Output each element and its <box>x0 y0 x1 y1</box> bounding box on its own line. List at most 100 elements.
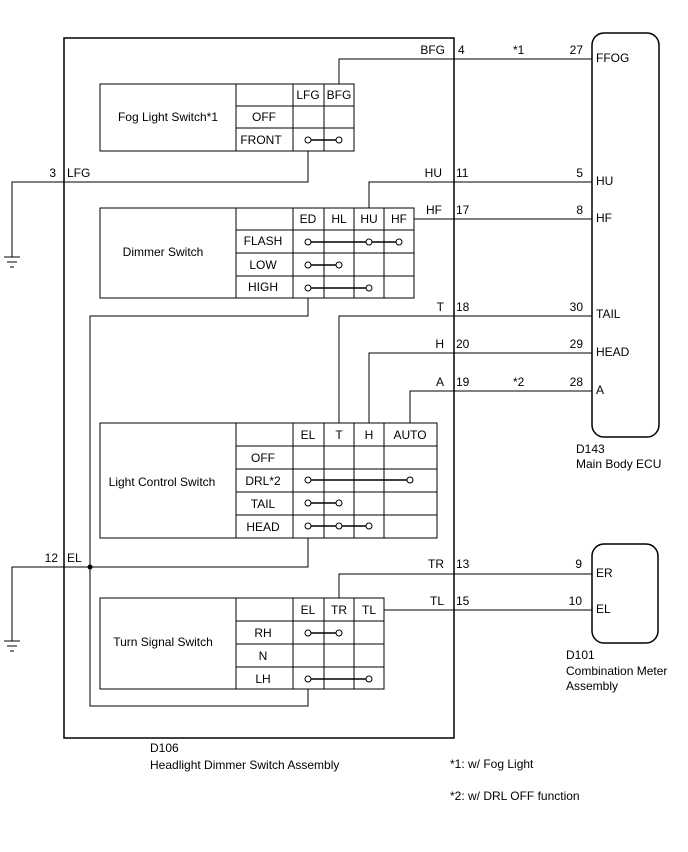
dimmer-switch-title: Dimmer Switch <box>123 245 204 259</box>
wire-tail <box>338 315 592 423</box>
col-header: TL <box>362 603 376 617</box>
ecu-pin-name: A <box>596 383 604 397</box>
pin-number: 19 <box>456 375 470 389</box>
row-label: FRONT <box>240 133 282 147</box>
meter-pin-number: 9 <box>575 557 582 571</box>
pin-number: 17 <box>456 203 470 217</box>
wire-label: T <box>437 300 445 314</box>
col-header: H <box>365 428 374 442</box>
pin-number: 15 <box>456 594 470 608</box>
col-header: EL <box>301 428 316 442</box>
wire-label: EL <box>67 551 82 565</box>
wire-bfg <box>338 58 592 84</box>
wire-hu <box>368 181 592 208</box>
col-header: HU <box>360 212 377 226</box>
contact-dot <box>335 261 343 269</box>
light-control-title: Light Control Switch <box>109 475 216 489</box>
pin-number: 11 <box>456 166 469 180</box>
contact-dot <box>335 136 343 144</box>
contact-dot <box>365 238 373 246</box>
fog-switch-title: Fog Light Switch*1 <box>118 110 218 124</box>
row-label: N <box>259 649 268 663</box>
wire-label: LFG <box>67 166 90 180</box>
contact-dot <box>304 629 312 637</box>
col-header: EL <box>301 603 316 617</box>
ecu-pin-number: 8 <box>576 203 583 217</box>
row-label: LOW <box>249 258 277 272</box>
row-label: OFF <box>251 451 275 465</box>
col-header: LFG <box>296 88 319 102</box>
meter-pin-name: ER <box>596 566 613 580</box>
light-control-table <box>99 422 438 539</box>
wire-label: HF <box>426 203 442 217</box>
wire-label: TR <box>428 557 444 571</box>
wire-tr <box>338 573 592 598</box>
meter-name-line2: Assembly <box>566 679 618 693</box>
contact-dot <box>365 522 373 530</box>
col-header: BFG <box>327 88 352 102</box>
col-header: ED <box>300 212 317 226</box>
row-label: HEAD <box>246 520 280 534</box>
pin-number: 20 <box>456 337 470 351</box>
ground-icon <box>4 256 20 268</box>
ecu-pin-name: HF <box>596 211 612 225</box>
fog-switch-table <box>99 83 355 152</box>
wire-note: *1 <box>513 43 525 57</box>
pin-number: 13 <box>456 557 470 571</box>
meter-box <box>591 543 659 644</box>
wire-light-el <box>90 538 309 568</box>
ecu-pin-number: 28 <box>570 375 584 389</box>
contact-dot <box>335 499 343 507</box>
row-label: LH <box>255 672 270 686</box>
contact-dot <box>335 522 343 530</box>
contact-dot <box>335 629 343 637</box>
row-label: FLASH <box>244 234 283 248</box>
wire-lfg <box>11 151 309 257</box>
contact-dot <box>304 284 312 292</box>
contact-dot <box>304 675 312 683</box>
wire-el-ground <box>11 566 90 641</box>
assembly-connector-id: D106 <box>150 741 179 755</box>
meter-name-line1: Combination Meter <box>566 664 667 678</box>
ground-icon <box>4 640 20 652</box>
contact-dot <box>304 261 312 269</box>
contact-dot <box>304 499 312 507</box>
contact-dot <box>406 476 414 484</box>
pin-number: 3 <box>49 166 56 180</box>
ecu-pin-number: 29 <box>570 337 584 351</box>
col-header: HF <box>391 212 407 226</box>
wire-note: *2 <box>513 375 525 389</box>
footnote-2: *2: w/ DRL OFF function <box>450 789 580 803</box>
dimmer-switch-table <box>99 207 415 299</box>
contact-dot <box>304 522 312 530</box>
meter-pin-number: 10 <box>569 594 583 608</box>
row-label: RH <box>254 626 271 640</box>
ecu-pin-number: 27 <box>570 43 584 57</box>
ecu-pin-number: 30 <box>570 300 584 314</box>
contact-dot <box>304 136 312 144</box>
contact-dot <box>395 238 403 246</box>
ecu-pin-name: HU <box>596 174 613 188</box>
row-label: OFF <box>252 110 276 124</box>
contact-dot <box>304 238 312 246</box>
footnote-1: *1: w/ Fog Light <box>450 757 534 771</box>
wire-label: HU <box>425 166 442 180</box>
pin-number: 12 <box>45 551 59 565</box>
wire-ed <box>89 298 309 707</box>
ecu-pin-name: FFOG <box>596 51 629 65</box>
row-label: DRL*2 <box>245 474 281 488</box>
row-label: HIGH <box>248 280 278 294</box>
wire-label: BFG <box>420 43 445 57</box>
pin-number: 4 <box>458 43 465 57</box>
contact-dot <box>365 675 373 683</box>
ecu-pin-name: TAIL <box>596 307 621 321</box>
ecu-pin-name: HEAD <box>596 345 630 359</box>
meter-connector-id: D101 <box>566 648 595 662</box>
row-label: TAIL <box>251 497 276 511</box>
col-header: HL <box>331 212 347 226</box>
contact-dot <box>365 284 373 292</box>
ecu-name: Main Body ECU <box>576 457 661 471</box>
ecu-connector-id: D143 <box>576 442 605 456</box>
wire-head <box>368 352 592 423</box>
wire-label: H <box>435 337 444 351</box>
